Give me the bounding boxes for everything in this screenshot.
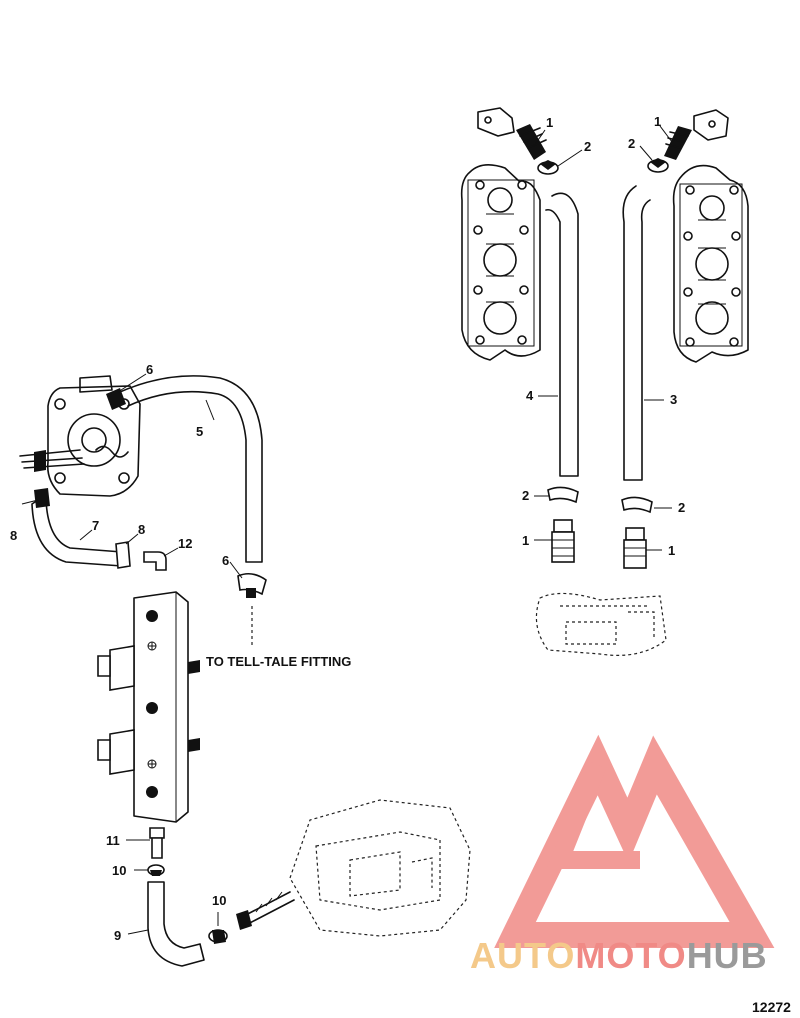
callout-6-bottom: 6 [222, 553, 229, 568]
callout-1-bottom-left: 1 [522, 533, 529, 548]
callout-12: 12 [178, 536, 192, 551]
callout-2-top-left: 2 [584, 139, 591, 154]
cylinder-head-gasket-left [460, 164, 541, 361]
watermark-text: AUTOMOTOHUB [470, 935, 768, 976]
tell-tale-note: TO TELL-TALE FITTING [206, 654, 351, 669]
callout-2-bottom-left: 2 [522, 488, 529, 503]
hose-clamp-6-bottom [237, 572, 267, 598]
fitting-gasket-right [693, 109, 729, 141]
callout-10-right: 10 [212, 893, 226, 908]
powerhead-outline-upper [535, 592, 667, 656]
powerhead-outline-lower [289, 799, 471, 937]
elbow-fitting-12 [143, 551, 167, 571]
fitting-gasket-left [477, 107, 515, 137]
callout-6-top: 6 [146, 362, 153, 377]
figure-number: 12272 [752, 999, 791, 1015]
callout-2-top-right: 2 [628, 136, 635, 151]
callout-8-left: 8 [10, 528, 17, 543]
hose-5 [119, 375, 263, 563]
callout-8-mid: 8 [138, 522, 145, 537]
watermark-logo-icon [494, 734, 775, 948]
callout-1-top-right: 1 [654, 114, 661, 129]
hose-clamp-2-bottom-right [621, 496, 653, 514]
callout-11: 11 [106, 833, 120, 848]
fuel-manifold-block [97, 591, 200, 823]
hose-clamp-10-right [208, 929, 228, 944]
callout-2-bottom-right: 2 [678, 500, 685, 515]
hose-clamp-10-left [147, 864, 165, 876]
hose-clamp-2-top-left [537, 160, 559, 175]
leader-lines [21, 125, 673, 935]
hose-3 [622, 185, 651, 481]
callout-7: 7 [92, 518, 99, 533]
hose-fitting-1-top-right [664, 126, 692, 160]
hose-fitting-1-bottom-left [551, 519, 575, 563]
cylinder-head-gasket-right [672, 164, 749, 363]
hose-clamp-2-bottom-left [547, 486, 579, 504]
hose-9 [147, 881, 205, 967]
callout-1-top-left: 1 [546, 115, 553, 130]
callout-5: 5 [196, 424, 203, 439]
callout-1-bottom-right: 1 [668, 543, 675, 558]
hose-7 [31, 488, 131, 569]
callout-9: 9 [114, 928, 121, 943]
callout-4: 4 [526, 388, 534, 403]
hose-clamp-2-top-right [647, 158, 669, 173]
fuel-pump-assembly [19, 375, 141, 497]
tell-tale-bolt [236, 891, 295, 930]
callout-3: 3 [670, 392, 677, 407]
hose-4 [545, 192, 579, 477]
callout-10-left: 10 [112, 863, 126, 878]
hose-fitting-1-top-left [516, 124, 547, 160]
fitting-11 [149, 827, 165, 859]
hose-fitting-1-bottom-right [623, 527, 647, 569]
